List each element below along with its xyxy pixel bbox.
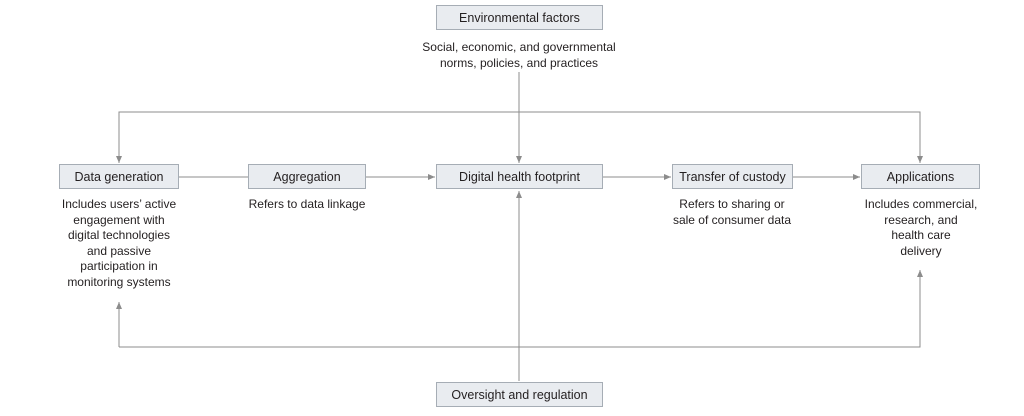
data-generation-label: Data generation <box>74 170 164 184</box>
environmental-factors-box: Environmental factors <box>436 5 603 30</box>
environmental-factors-description: Social, economic, and governmental norms… <box>422 40 616 70</box>
transfer-of-custody-label: Transfer of custody <box>679 170 786 184</box>
digital-health-footprint-label: Digital health footprint <box>459 170 580 184</box>
data-generation-description: Includes users’ active engagement with d… <box>61 197 177 289</box>
applications-box: Applications <box>861 164 980 189</box>
applications-description: Includes commercial, research, and healt… <box>864 197 978 258</box>
connector-oversight-loop-right <box>119 270 923 348</box>
oversight-and-regulation-label: Oversight and regulation <box>451 388 588 402</box>
transfer-of-custody-box: Transfer of custody <box>672 164 793 189</box>
aggregation-label: Aggregation <box>273 170 341 184</box>
aggregation-description: Refers to data linkage <box>248 197 366 211</box>
data-generation-box: Data generation <box>59 164 179 189</box>
aggregation-box: Aggregation <box>248 164 366 189</box>
digital-health-footprint-box: Digital health footprint <box>436 164 603 189</box>
transfer-of-custody-description: Refers to sharing or sale of consumer da… <box>672 197 792 227</box>
applications-label: Applications <box>886 170 955 184</box>
oversight-and-regulation-box: Oversight and regulation <box>436 382 603 407</box>
environmental-factors-label: Environmental factors <box>459 11 580 25</box>
